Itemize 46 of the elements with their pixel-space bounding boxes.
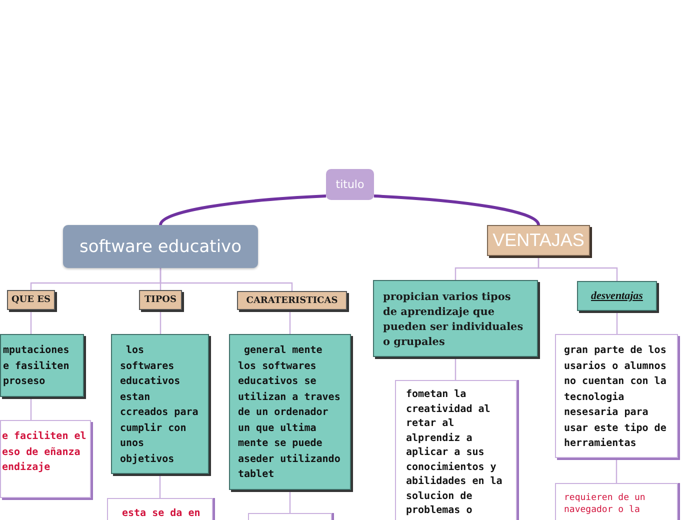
node-text: fometan la creatividad al retar al alprendiz a aplicar a sus conocimientos y abilidades en la solucion de problemas o [406,388,504,518]
category-box [237,291,347,310]
node-text: QUE ES [11,295,51,305]
note-box [107,498,213,520]
note-box [0,334,84,397]
connector-line [538,256,618,281]
node-text: titulo [336,178,364,191]
empty-box [248,513,332,520]
connector-line [30,310,32,334]
node-text: mputaciones e fasiliten proseso [3,344,70,389]
node-text: gran parte de los usarios o alumnos no cuentan con la tecnologia nesesaria para usar este tipo de herramientas [564,344,668,451]
connector-line [289,490,291,513]
connector-line [160,310,162,334]
category-box [487,225,590,256]
node-text: desventajas [591,290,643,302]
note-box [111,334,209,474]
node-text: e faciliten el eso de eñanza endizaje [2,430,87,475]
note-box [555,334,678,458]
connector-line [159,194,326,226]
node-text: VENTAJAS [492,230,584,251]
connector-line [159,474,161,498]
connector-line [160,268,293,291]
connector-line [454,357,456,380]
note-box [229,334,351,490]
node-text: software educativo [79,236,242,256]
node-text: propician varios tipos de aprendizaje que pueden ser individuales o grupales [383,290,524,350]
note-box [373,280,538,357]
topic-box [326,169,374,200]
category-box [7,290,55,310]
note-box [555,483,678,520]
node-text: general mente los softwares educativos se utilizan a traves de un ordenador un que ultima mente se puede aseder utilizando tablet [238,344,341,482]
category-box [139,290,182,310]
topic-box [63,225,258,268]
node-text: los softwares educativos estan ccreados para cumplir con unos objetivos [120,344,200,466]
connector-line [289,310,291,334]
note-box [0,420,91,498]
node-text: CARATERISTICAS [246,296,338,306]
node-text: esta se da en [122,507,202,520]
connector-line [30,397,32,420]
node-text: requieren de un navegador o la [564,492,646,516]
note-box [577,281,657,311]
node-text: TIPOS [144,295,176,305]
connector-line [616,311,618,334]
connector-line [374,194,540,226]
note-box [395,380,517,520]
connector-line [616,458,618,483]
